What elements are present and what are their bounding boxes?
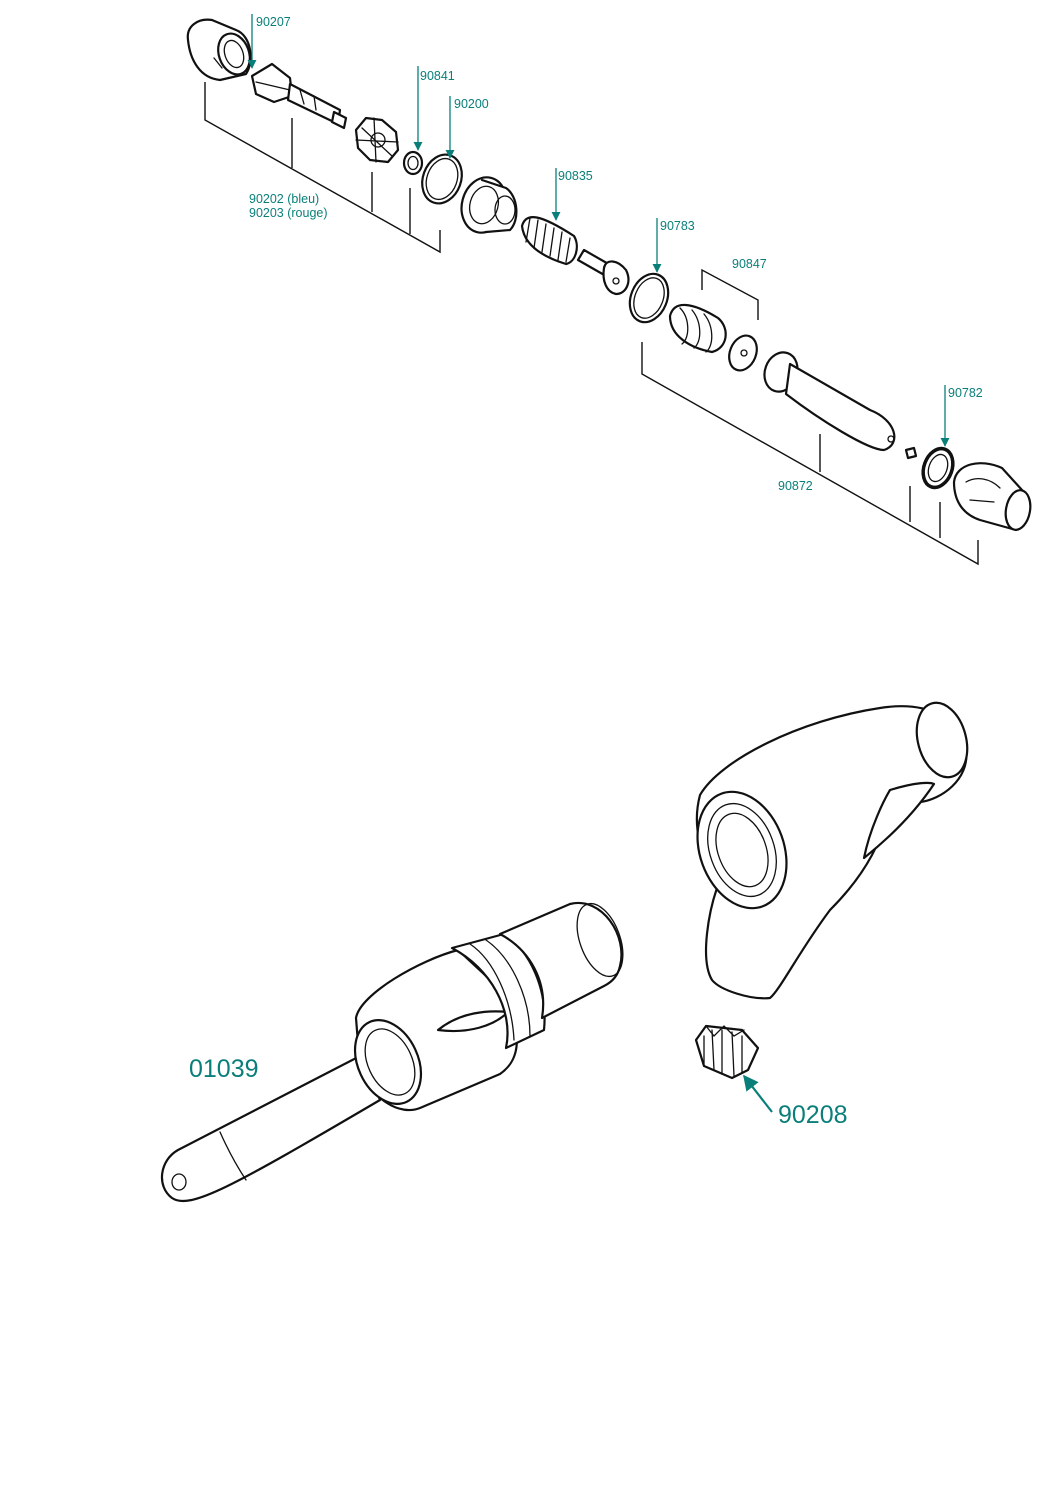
label-90847: 90847 <box>732 257 767 271</box>
knob-cap-part <box>952 462 1032 532</box>
o-ring-medium-part <box>628 272 670 324</box>
bracket-90202-group <box>204 82 441 254</box>
set-screw-part <box>904 446 918 460</box>
valve-body-part <box>460 176 518 234</box>
piston-pin-part <box>576 248 630 296</box>
retaining-ring-part <box>921 446 955 490</box>
label-90207: 90207 <box>256 15 291 29</box>
label-90200: 90200 <box>454 97 489 111</box>
label-90841: 90841 <box>420 69 455 83</box>
label-90782: 90782 <box>948 386 983 400</box>
small-washer-part <box>402 150 424 176</box>
spindle-stem-part <box>250 62 348 130</box>
label-90202: 90202 (bleu) <box>249 192 319 206</box>
bracket-90872-group <box>641 342 979 566</box>
lever-handle-part <box>763 351 896 452</box>
cap-sleeve-part <box>186 18 252 82</box>
label-90872: 90872 <box>778 479 813 493</box>
label-90783: 90783 <box>660 219 695 233</box>
label-01039: 01039 <box>189 1055 259 1083</box>
lever-housing-part <box>695 701 969 1000</box>
label-90835: 90835 <box>558 169 593 183</box>
cartridge-assembly-part <box>160 901 624 1203</box>
leader-lines <box>247 14 950 1113</box>
bracket-90847-group <box>701 268 759 320</box>
star-gear-part <box>354 116 400 164</box>
coil-spring-part <box>520 216 578 266</box>
label-90208: 90208 <box>778 1101 848 1129</box>
flat-washer-part <box>728 334 758 372</box>
label-90203: 90203 (rouge) <box>249 206 328 220</box>
o-ring-large-part <box>421 153 463 205</box>
splined-adapter-part <box>694 1024 760 1080</box>
spring-small-part <box>668 303 727 354</box>
